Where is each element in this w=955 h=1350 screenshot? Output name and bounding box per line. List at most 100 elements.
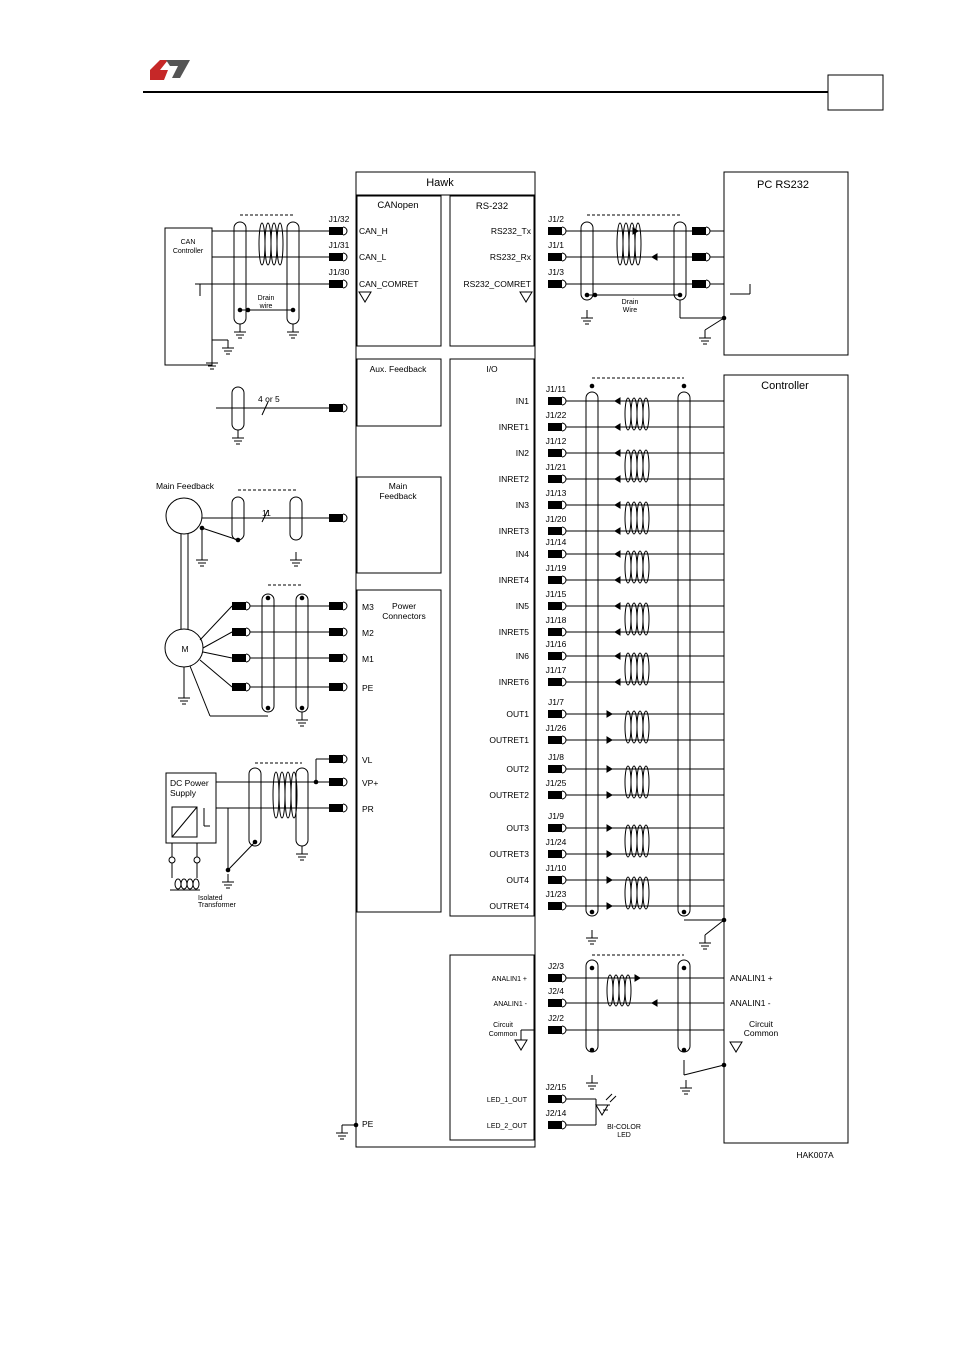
connector	[548, 527, 562, 535]
io-signal-0: IN1	[516, 396, 530, 406]
can-controller-label-2: Controller	[173, 248, 204, 255]
controller-circuit-common: Circuit	[749, 1019, 774, 1029]
connector-end	[342, 226, 348, 236]
connector-end	[561, 973, 567, 983]
analog-common-label: Circuit	[493, 1022, 513, 1029]
signal-arrow	[606, 791, 613, 799]
cable-shield	[677, 959, 691, 1053]
connector	[548, 791, 562, 799]
rs232-section	[449, 195, 535, 347]
connector-end	[561, 474, 567, 484]
io-signal-16: OUT3	[506, 823, 529, 833]
twisted-pair	[272, 771, 280, 819]
junction-dot	[265, 705, 271, 711]
analog-signal-0: ANALIN1 +	[492, 976, 527, 983]
io-pin-5: J1/20	[546, 514, 567, 524]
rs232-drain-label: Drain	[622, 299, 639, 306]
connector-end	[561, 1120, 567, 1130]
connector	[548, 736, 562, 744]
signal-arrow	[651, 999, 658, 1007]
connector-end	[561, 601, 567, 611]
twisted-pair	[624, 824, 632, 858]
twisted-pair	[630, 765, 638, 799]
twisted-pair	[630, 449, 638, 483]
connector	[329, 755, 343, 763]
twisted-pair	[636, 397, 644, 431]
connector	[548, 576, 562, 584]
connector-end	[342, 803, 348, 813]
rs232-pin-1: J1/1	[548, 240, 564, 250]
twisted-pair	[636, 876, 644, 910]
junction-dot	[353, 1122, 359, 1128]
wire	[261, 509, 269, 523]
led-pin-1: J2/14	[546, 1108, 567, 1118]
io-pin-14: J1/8	[548, 752, 564, 762]
connector	[548, 280, 562, 288]
io-pin-15: J1/25	[546, 778, 567, 788]
connector	[548, 710, 562, 718]
rs232-signal-0: RS232_Tx	[491, 226, 532, 236]
connector-end	[561, 651, 567, 661]
main-feedback-device	[165, 497, 203, 535]
signal-arrow	[606, 876, 613, 884]
connector	[232, 654, 246, 662]
connector	[548, 678, 562, 686]
wire	[683, 1064, 725, 1076]
connector-end	[561, 279, 567, 289]
signal-arrow	[614, 501, 621, 509]
connector	[548, 1095, 562, 1103]
connector	[548, 999, 562, 1007]
figure-id: HAK007A	[796, 1150, 834, 1160]
connector	[548, 423, 562, 431]
twisted-pair	[630, 397, 638, 431]
connector-end	[705, 226, 711, 236]
twisted-pair	[192, 878, 200, 890]
supply-pin-2: PR	[362, 804, 374, 814]
twisted-pair	[624, 449, 632, 483]
connector-end	[561, 226, 567, 236]
signal-arrow	[614, 628, 621, 636]
io-signal-4: IN3	[516, 500, 530, 510]
io-signal-17: OUTRET3	[489, 849, 529, 859]
junction-dot	[589, 1047, 595, 1053]
io-pin-2: J1/12	[546, 436, 567, 446]
signal-arrow	[606, 824, 613, 832]
twisted-pair	[186, 878, 194, 890]
signal-arrow	[634, 974, 641, 982]
connector-end	[561, 627, 567, 637]
twisted-pair	[606, 974, 614, 1007]
connector-end	[561, 575, 567, 585]
rs232-signal-2: RS232_COMRET	[463, 279, 531, 289]
connector-end	[561, 1094, 567, 1104]
can-controller-label: CAN	[181, 239, 196, 246]
aux-feedback-title: Aux. Feedback	[370, 364, 427, 374]
connector	[548, 824, 562, 832]
junction-dot	[677, 292, 683, 298]
pc-rs232-label: PC RS232	[757, 179, 809, 191]
can-pin-2: J1/30	[329, 267, 350, 277]
connector	[548, 1121, 562, 1129]
twisted-pair	[636, 602, 644, 636]
main-feedback-section	[356, 476, 442, 574]
connector-end	[245, 682, 251, 692]
can-pin-0: J1/32	[329, 214, 350, 224]
connector-end	[561, 790, 567, 800]
connector	[329, 602, 343, 610]
connector-end	[561, 549, 567, 559]
io-pin-16: J1/9	[548, 811, 564, 821]
twisted-pair	[642, 501, 650, 535]
power-pin-0: M3	[362, 602, 374, 612]
led-pin-0: J2/15	[546, 1082, 567, 1092]
junction-dot	[589, 383, 595, 389]
io-pin-7: J1/19	[546, 563, 567, 573]
io-pin-10: J1/16	[546, 639, 567, 649]
twisted-pair	[630, 876, 638, 910]
connector-end	[561, 735, 567, 745]
twisted-pair	[628, 222, 636, 266]
rs232-title: RS-232	[476, 201, 508, 212]
connector	[548, 397, 562, 405]
connector	[329, 778, 343, 786]
connector-end	[561, 526, 567, 536]
twisted-pair	[636, 449, 644, 483]
